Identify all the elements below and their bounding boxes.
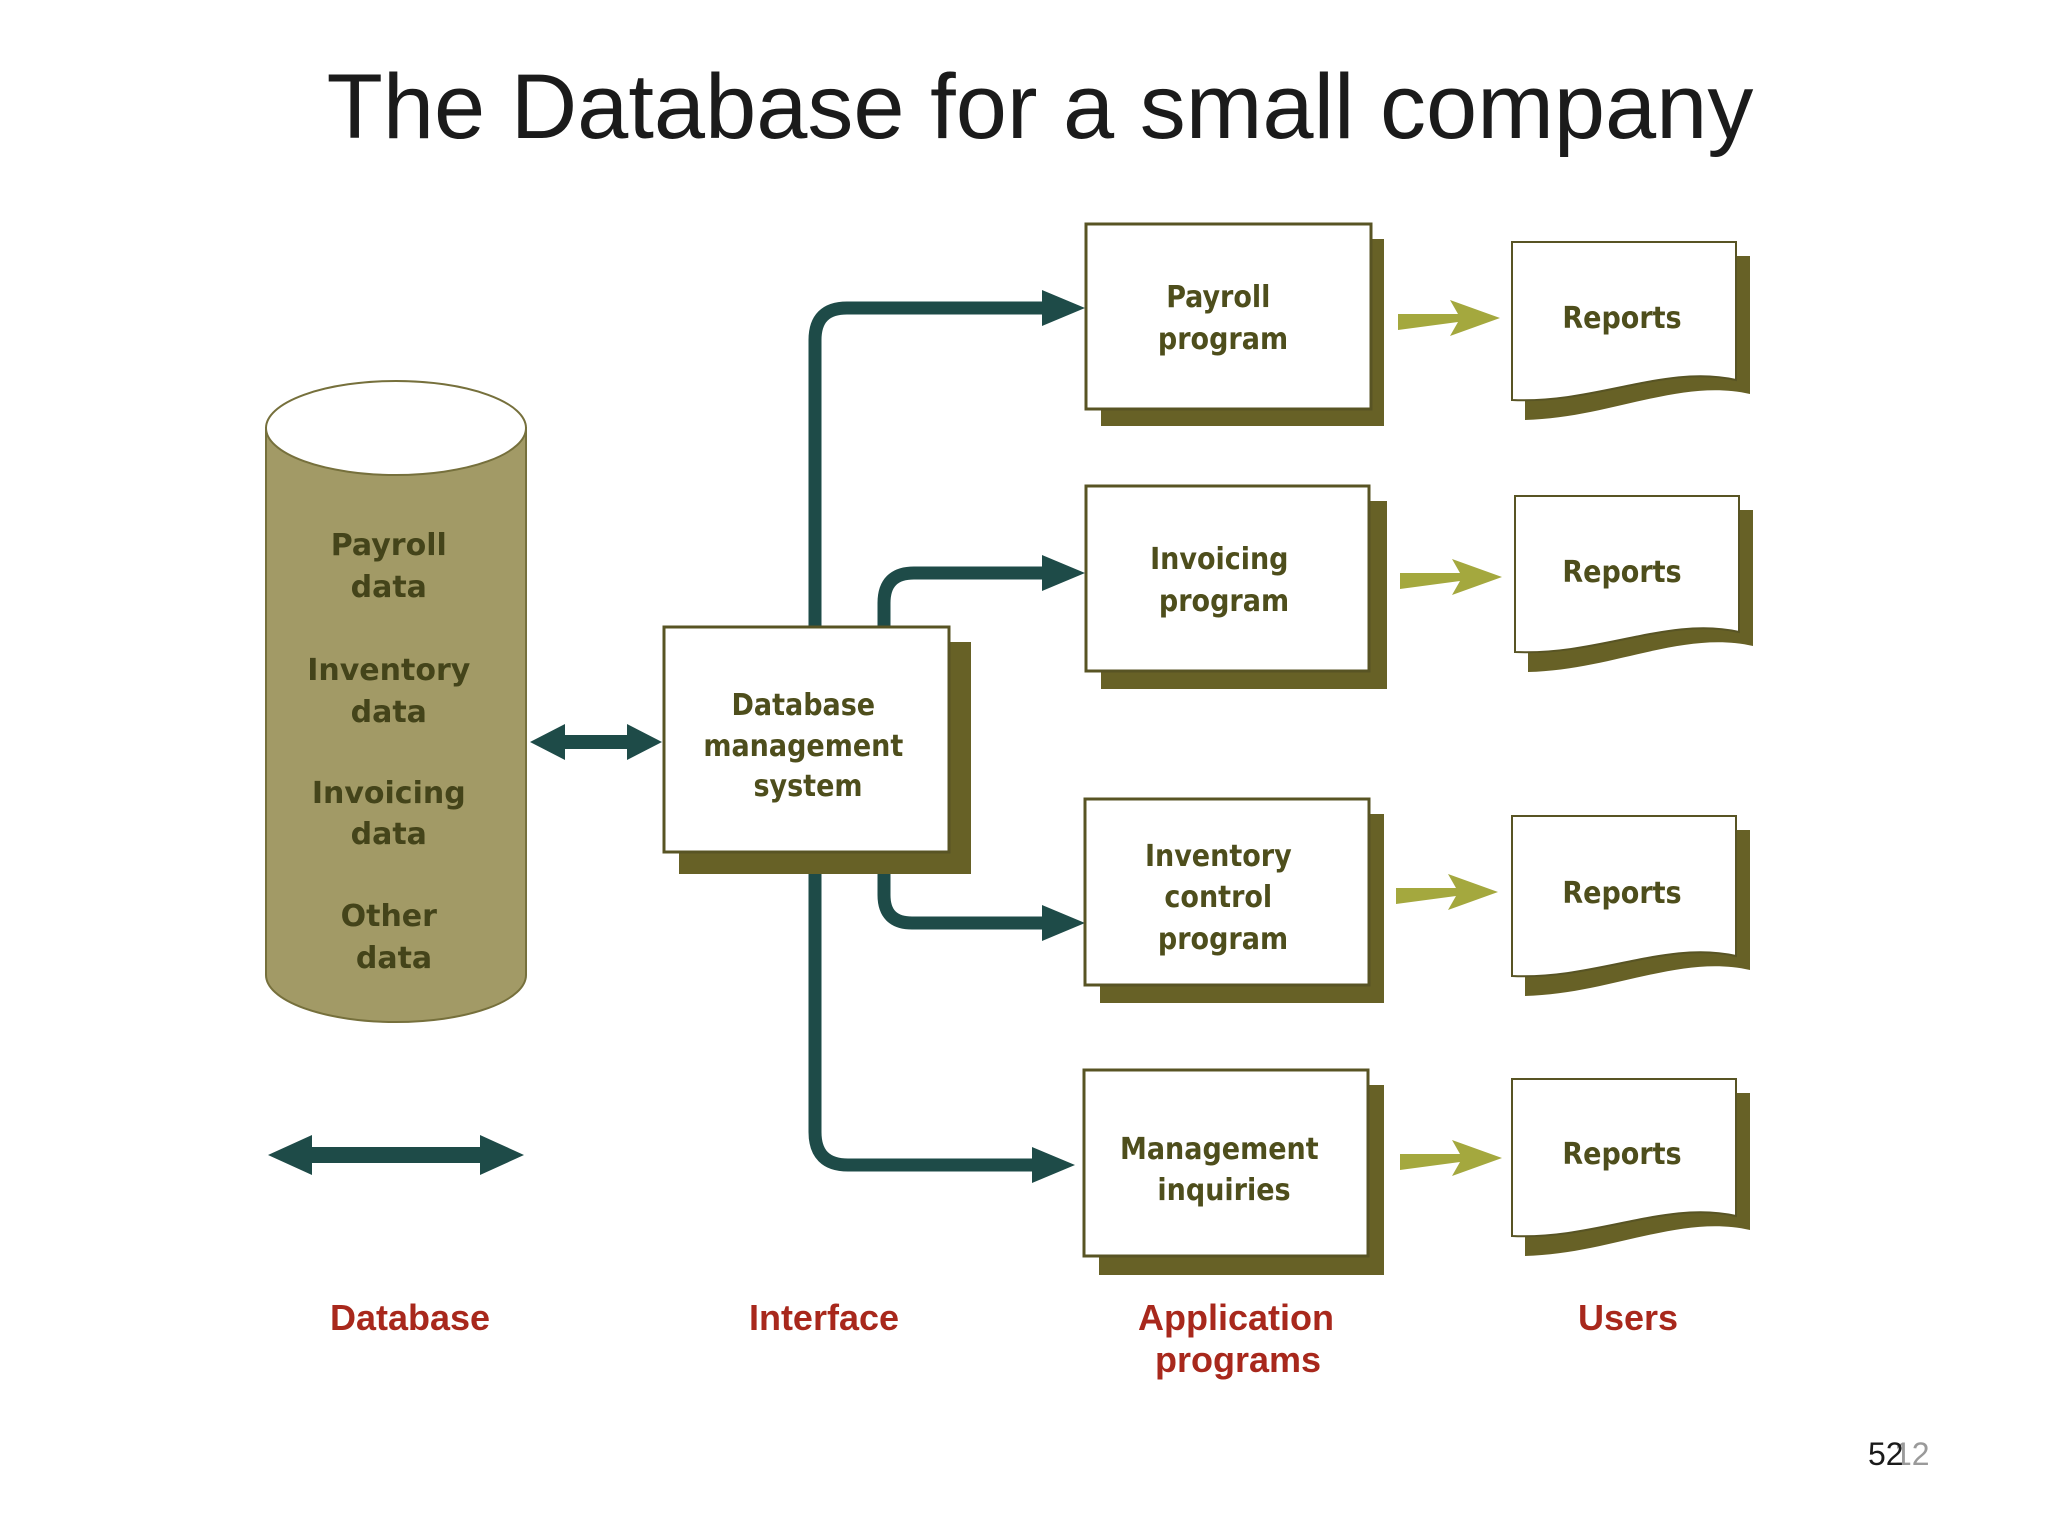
connector-to-invoicing xyxy=(877,566,1048,627)
interface-connectors xyxy=(808,301,1048,1172)
cylinder-label-data-2: data xyxy=(351,695,427,730)
connector-to-inventory xyxy=(877,872,1048,930)
svg-text:Payroll program: Payroll program xyxy=(1158,280,1288,357)
arrowhead-management xyxy=(1032,1147,1075,1183)
program-invoicing-line-1: Invoicing xyxy=(1150,542,1288,577)
database-cylinder: Payroll data Inventory data Invoicing da… xyxy=(265,380,527,1023)
report-doc-1: Reports xyxy=(1511,241,1750,420)
program-payroll-line-2: program xyxy=(1158,322,1288,357)
program-inventory-line-2: control xyxy=(1164,880,1272,915)
page-number-back: 12 xyxy=(1894,1436,1930,1472)
report-doc-3: Reports xyxy=(1511,815,1750,996)
arrowhead-inventory xyxy=(1042,905,1085,941)
caption-application-line-2: programs xyxy=(1155,1339,1321,1380)
program-to-report-arrows xyxy=(1396,300,1502,1176)
page-number-front: 52 xyxy=(1868,1436,1904,1472)
green-arrow-4 xyxy=(1400,1140,1502,1176)
green-arrow-2 xyxy=(1400,559,1502,595)
legend-double-arrow xyxy=(268,1135,524,1175)
program-payroll-line-1: Payroll xyxy=(1166,280,1270,315)
report-label-2: Reports xyxy=(1562,555,1681,590)
connector-arrowheads xyxy=(1032,290,1085,1183)
svg-text:Database management: Database management system xyxy=(703,688,912,804)
svg-text:Payroll data Inven: Payroll data Inventory data Invoicing da… xyxy=(307,528,481,976)
arrowhead-invoicing xyxy=(1042,555,1085,591)
dbms-box: Database management system xyxy=(662,625,971,874)
program-box-invoicing: Invoicing program xyxy=(1084,484,1387,689)
cylinder-label-inventory: Inventory xyxy=(307,653,471,688)
caption-application-line-1: Application xyxy=(1138,1297,1334,1338)
program-box-management: Management inquiries xyxy=(1082,1068,1384,1275)
program-management-line-2: inquiries xyxy=(1157,1173,1290,1208)
dbms-line-3: system xyxy=(753,769,862,804)
cylinder-label-payroll: Payroll xyxy=(331,528,447,563)
connector-to-payroll xyxy=(808,301,1048,627)
report-label-1: Reports xyxy=(1562,301,1681,336)
caption-interface: Interface xyxy=(749,1297,899,1338)
program-box-payroll: Payroll program xyxy=(1084,222,1384,426)
green-arrow-1 xyxy=(1398,300,1500,336)
cylinder-label-data-3: data xyxy=(351,817,427,852)
green-arrow-3 xyxy=(1396,874,1498,910)
cylinder-label-invoicing: Invoicing xyxy=(312,776,466,811)
program-invoicing-line-2: program xyxy=(1159,584,1289,619)
svg-text:Invoicing program: Invoicing program xyxy=(1150,542,1298,619)
program-inventory-line-3: program xyxy=(1158,922,1288,957)
connector-to-management xyxy=(808,872,1038,1172)
program-management-line-1: Management xyxy=(1120,1132,1319,1167)
page-number: 12 52 xyxy=(1868,1436,1930,1472)
report-doc-4: Reports xyxy=(1511,1078,1750,1256)
dbms-line-2: management xyxy=(703,729,903,764)
program-inventory-line-1: Inventory xyxy=(1145,839,1292,874)
dbms-line-1: Database xyxy=(731,688,875,723)
report-label-4: Reports xyxy=(1562,1137,1681,1172)
arrowhead-payroll xyxy=(1042,290,1085,326)
cylinder-label-data-4: data xyxy=(356,941,432,976)
db-dbms-double-arrow xyxy=(530,724,662,760)
svg-text:Application programs: Application programs xyxy=(1138,1297,1344,1380)
cylinder-label-data-1: data xyxy=(351,570,427,605)
svg-text:Management inquiries: Management inquiries xyxy=(1120,1132,1328,1208)
svg-text:Inventory control: Inventory control program xyxy=(1145,839,1301,957)
caption-database: Database xyxy=(330,1297,490,1338)
cylinder-label-other: Other xyxy=(341,899,438,934)
program-box-inventory: Inventory control program xyxy=(1083,797,1384,1003)
report-doc-2: Reports xyxy=(1514,495,1753,672)
report-label-3: Reports xyxy=(1562,876,1681,911)
page-title: The Database for a small company xyxy=(327,56,1754,158)
caption-users: Users xyxy=(1578,1297,1678,1338)
